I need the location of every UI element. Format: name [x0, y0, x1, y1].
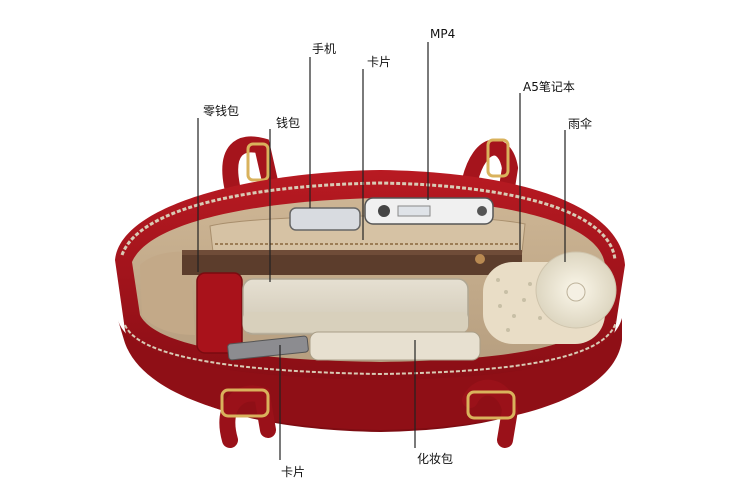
- label-mp4: MP4: [430, 27, 456, 41]
- phone: [289, 207, 361, 231]
- label-umbrella: 雨伞: [568, 117, 593, 131]
- cosmetic-bag: [309, 331, 481, 361]
- label-card-bottom: 卡片: [281, 465, 306, 479]
- buckle-icon: [486, 138, 510, 178]
- front-handle-left: [219, 385, 276, 448]
- card: [227, 335, 309, 361]
- label-coin-purse: 零钱包: [203, 104, 240, 118]
- buckle-icon: [466, 390, 516, 420]
- buckle-icon: [246, 142, 270, 182]
- label-cosmetic-bag: 化妆包: [417, 452, 454, 466]
- back-handle-left: [222, 136, 280, 198]
- back-handle-right: [462, 139, 519, 208]
- label-card-top: 卡片: [367, 55, 392, 69]
- label-a5-notebook: A5笔记本: [523, 80, 575, 94]
- coin-purse: [196, 272, 243, 354]
- callout-lines: [197, 42, 566, 460]
- buckle-icon: [220, 388, 270, 418]
- label-phone: 手机: [312, 42, 337, 56]
- front-handle-right: [462, 379, 519, 448]
- label-wallet: 钱包: [276, 116, 301, 130]
